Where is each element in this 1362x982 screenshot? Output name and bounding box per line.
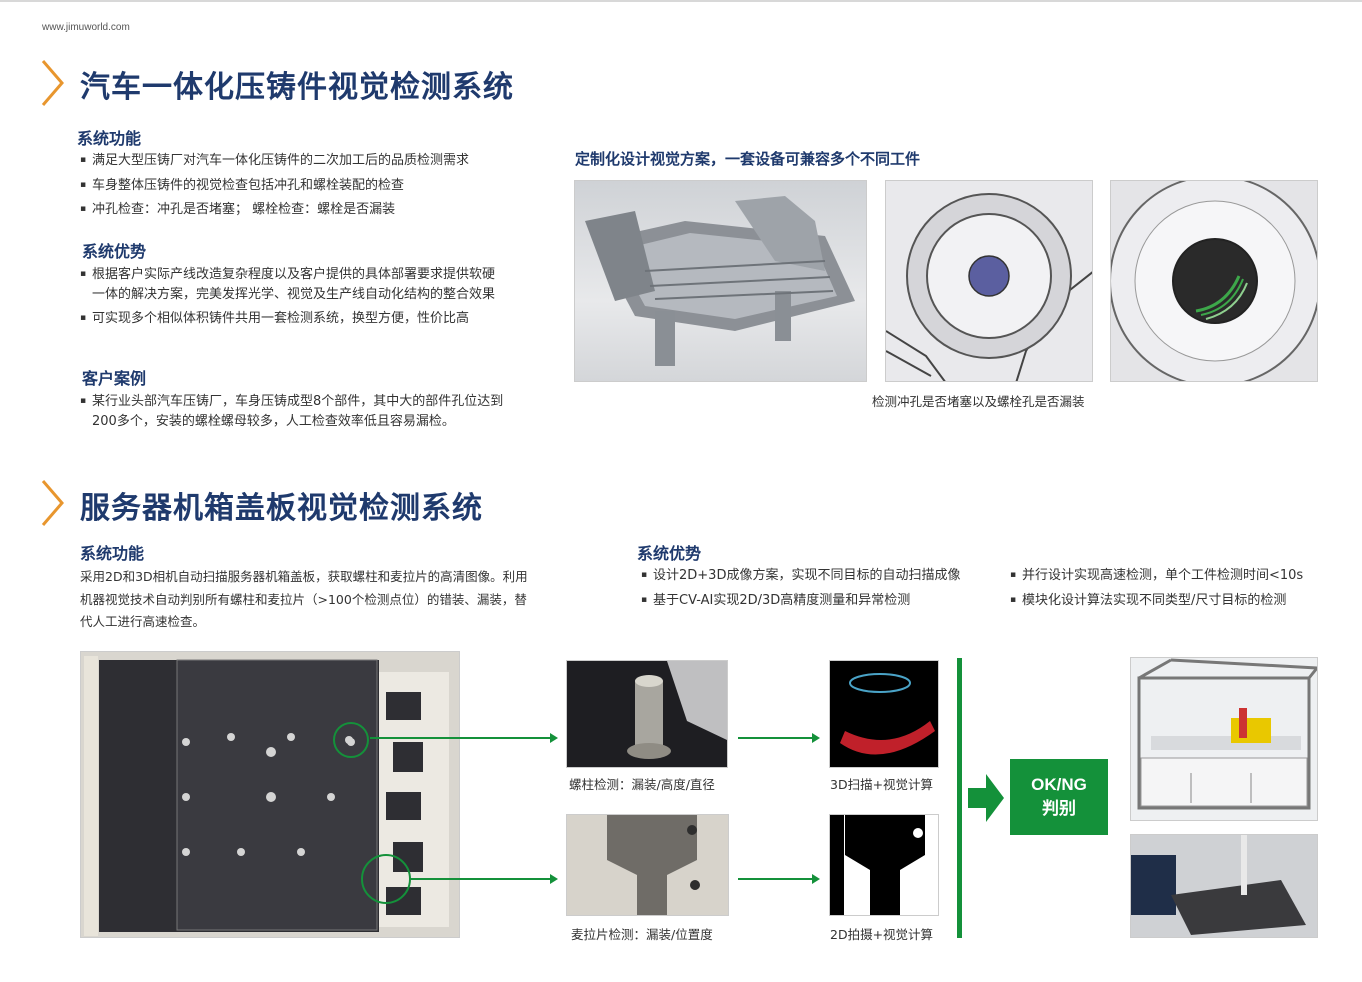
bolt-hole-image — [1110, 180, 1318, 382]
section2-title: 服务器机箱盖板视觉检测系统 — [80, 491, 483, 526]
machine-render-image — [1130, 657, 1318, 821]
list-item: 满足大型压铸厂对汽车一体化压铸件的二次加工后的品质检测需求 — [80, 151, 520, 171]
ok-ng-badge: OK/NG 判别 — [1010, 759, 1108, 835]
s1-case-heading: 客户案例 — [82, 369, 147, 388]
list-item: 可实现多个相似体积铸件共用一套检测系统，换型方便，性价比高 — [80, 309, 505, 329]
list-item: 设计2D+3D成像方案，实现不同目标的自动扫描成像 — [641, 566, 991, 586]
server-cover-image — [80, 651, 460, 938]
s1-func-heading: 系统功能 — [77, 129, 142, 148]
list-item: 基于CV-AI实现2D/3D高精度测量和异常检测 — [641, 591, 991, 611]
s2-func-text: 采用2D和3D相机自动扫描服务器机箱盖板，获取螺柱和麦拉片的高清图像。利用机器视… — [80, 569, 528, 629]
mylar-image — [566, 814, 729, 916]
s1-func-list: 满足大型压铸厂对汽车一体化压铸件的二次加工后的品质检测需求 车身整体压铸件的视觉… — [80, 151, 520, 225]
judge-label: 判别 — [1042, 799, 1076, 818]
stud-image — [566, 660, 728, 768]
2d-caption: 2D拍摄+视觉计算 — [830, 927, 934, 942]
list-item: 根据客户实际产线改造复杂程度以及客户提供的具体部署要求提供软硬一体的解决方案，完… — [80, 265, 505, 304]
2d-image — [829, 814, 939, 916]
mylar-caption: 麦拉片检测：漏装/位置度 — [571, 927, 713, 942]
machine-photo — [1130, 834, 1318, 938]
section1-title: 汽车一体化压铸件视觉检测系统 — [80, 70, 514, 105]
s1-right-heading: 定制化设计视觉方案，一套设备可兼容多个不同工件 — [575, 150, 921, 168]
s1-adv-list: 根据客户实际产线改造复杂程度以及客户提供的具体部署要求提供软硬一体的解决方案，完… — [80, 265, 505, 334]
s2-func-heading: 系统功能 — [80, 544, 145, 563]
list-item: 某行业头部汽车压铸厂，车身压铸成型8个部件，其中大的部件孔位达到200多个，安装… — [80, 392, 505, 431]
s2-adv-list-2: 并行设计实现高速检测，单个工件检测时间<10s 模块化设计算法实现不同类型/尺寸… — [1010, 566, 1355, 615]
s2-adv-heading: 系统优势 — [637, 544, 702, 563]
punch-hole-image — [885, 180, 1093, 382]
s1-image-caption: 检测冲孔是否堵塞以及螺栓孔是否漏装 — [872, 394, 1085, 409]
list-item: 冲孔检查：冲孔是否堵塞； 螺栓检查：螺栓是否漏装 — [80, 200, 520, 220]
top-divider — [0, 0, 1362, 2]
list-item: 模块化设计算法实现不同类型/尺寸目标的检测 — [1010, 591, 1355, 611]
casting-image — [574, 180, 867, 382]
big-arrow-icon — [968, 774, 1004, 822]
site-url: www.jimuworld.com — [42, 22, 130, 33]
flow-arrows — [370, 733, 558, 884]
3d-caption: 3D扫描+视觉计算 — [830, 777, 934, 792]
s1-adv-heading: 系统优势 — [82, 242, 147, 261]
section-chevron-icon — [41, 480, 64, 526]
s1-case-list: 某行业头部汽车压铸厂，车身压铸成型8个部件，其中大的部件孔位达到200多个，安装… — [80, 392, 505, 436]
flow-arrows-mid — [738, 733, 820, 884]
list-item: 并行设计实现高速检测，单个工件检测时间<10s — [1010, 566, 1355, 586]
s2-adv-list-1: 设计2D+3D成像方案，实现不同目标的自动扫描成像 基于CV-AI实现2D/3D… — [641, 566, 991, 615]
stud-caption: 螺柱检测：漏装/高度/直径 — [569, 777, 715, 792]
3d-scan-image — [829, 660, 939, 768]
list-item: 车身整体压铸件的视觉检查包括冲孔和螺栓装配的检查 — [80, 176, 520, 196]
section-chevron-icon — [41, 60, 64, 106]
ok-ng-label: OK/NG — [1031, 775, 1087, 794]
flow-divider — [957, 658, 962, 938]
